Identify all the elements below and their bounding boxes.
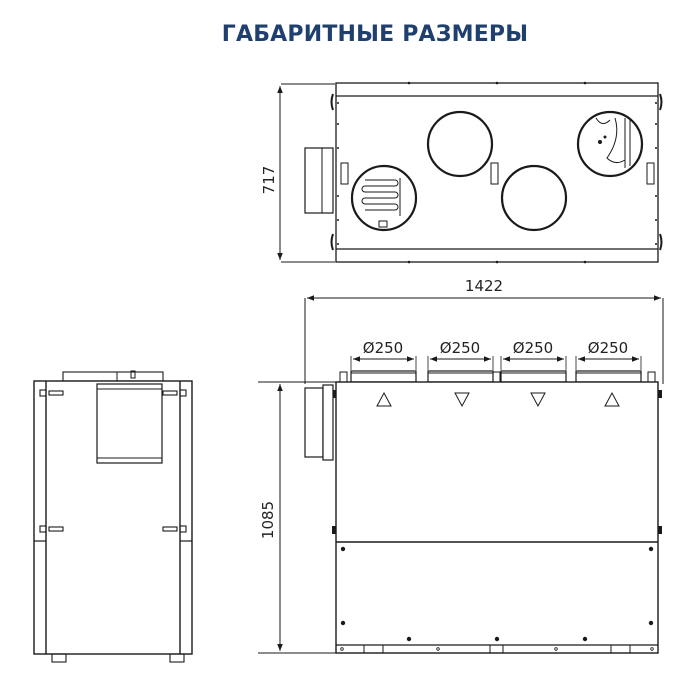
clip-icon [340, 162, 349, 185]
latch-block [492, 371, 501, 383]
clip-icon [646, 162, 655, 185]
flow-arrow-up-icon [376, 391, 392, 407]
top-view-body [335, 82, 659, 263]
clip-icon [490, 162, 499, 185]
width-dimension-label: 1422 [465, 277, 503, 295]
latch-handles [39, 389, 187, 533]
port-diameter-label-1: Ø250 [363, 339, 403, 357]
heater-coil-icon [361, 178, 401, 228]
port-diameter-label-3: Ø250 [513, 339, 553, 357]
port-circle-2 [426, 110, 494, 178]
depth-dimension-label: 717 [260, 166, 278, 195]
page-title: ГАБАРИТНЫЕ РАЗМЕРЫ [0, 22, 620, 47]
port-circle-3 [500, 164, 568, 232]
latch-block [339, 371, 348, 383]
front-view [258, 295, 664, 654]
flow-arrow-down-icon [454, 392, 470, 408]
damper-mechanism-icon [595, 117, 631, 168]
port-circle-damper [576, 110, 644, 178]
front-view-body [335, 381, 659, 654]
port-diameter-label-4: Ø250 [588, 339, 628, 357]
top-view [277, 81, 663, 264]
port-diameter-label-2: Ø250 [440, 339, 480, 357]
control-box-side [96, 383, 163, 464]
panel-screws [340, 546, 654, 642]
latch-block [647, 371, 656, 383]
flow-arrow-up-icon [604, 391, 620, 407]
port-circle-heater [350, 164, 418, 232]
height-dimension-label: 1085 [259, 501, 277, 539]
control-box-front [304, 387, 324, 458]
title-text: ГАБАРИТНЫЕ РАЗМЕРЫ [221, 22, 529, 47]
flow-arrow-down-icon [530, 392, 546, 408]
side-view [33, 370, 193, 663]
control-box-top [304, 147, 334, 214]
